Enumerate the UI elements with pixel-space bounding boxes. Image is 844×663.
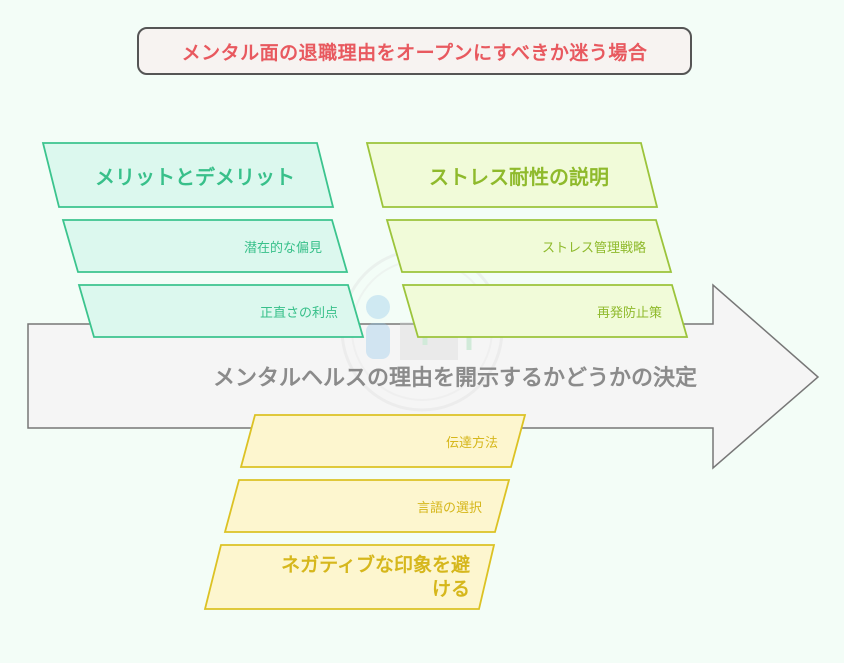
category-box-merits-demerits — [41, 142, 335, 208]
item-box-honesty-benefit — [77, 284, 365, 338]
category-box-stress-tolerance — [365, 142, 659, 208]
item-box-potential-bias — [61, 219, 349, 273]
item-label-communication-method: 伝達方法 — [445, 435, 498, 451]
item-box-communication-method — [239, 414, 527, 468]
item-box-language-choice — [223, 479, 511, 533]
category-label-avoid-negative: ネガティブな印象を避 ける — [222, 545, 470, 609]
category-label-avoid-negative-line1: ネガティブな印象を避 — [281, 554, 470, 576]
item-label-relapse-prevention: 再発防止策 — [596, 305, 662, 321]
diagram-title: メンタル面の退職理由をオープンにすべきか迷う場合 — [137, 27, 692, 75]
item-box-stress-management — [385, 219, 673, 273]
category-label-merits-demerits: メリットとデメリット — [95, 164, 295, 189]
category-box-avoid-negative — [203, 544, 496, 610]
category-label-stress-tolerance: ストレス耐性の説明 — [429, 164, 609, 189]
item-label-language-choice: 言語の選択 — [416, 500, 482, 516]
item-label-stress-management: ストレス管理戦略 — [541, 240, 646, 256]
item-box-relapse-prevention — [401, 284, 689, 338]
item-label-potential-bias: 潜在的な偏見 — [243, 240, 322, 256]
category-label-avoid-negative-line2: ける — [431, 578, 470, 600]
item-label-honesty-benefit: 正直さの利点 — [259, 305, 338, 321]
main-arrow-label: メンタルヘルスの理由を開示するかどうかの決定 — [212, 366, 697, 391]
